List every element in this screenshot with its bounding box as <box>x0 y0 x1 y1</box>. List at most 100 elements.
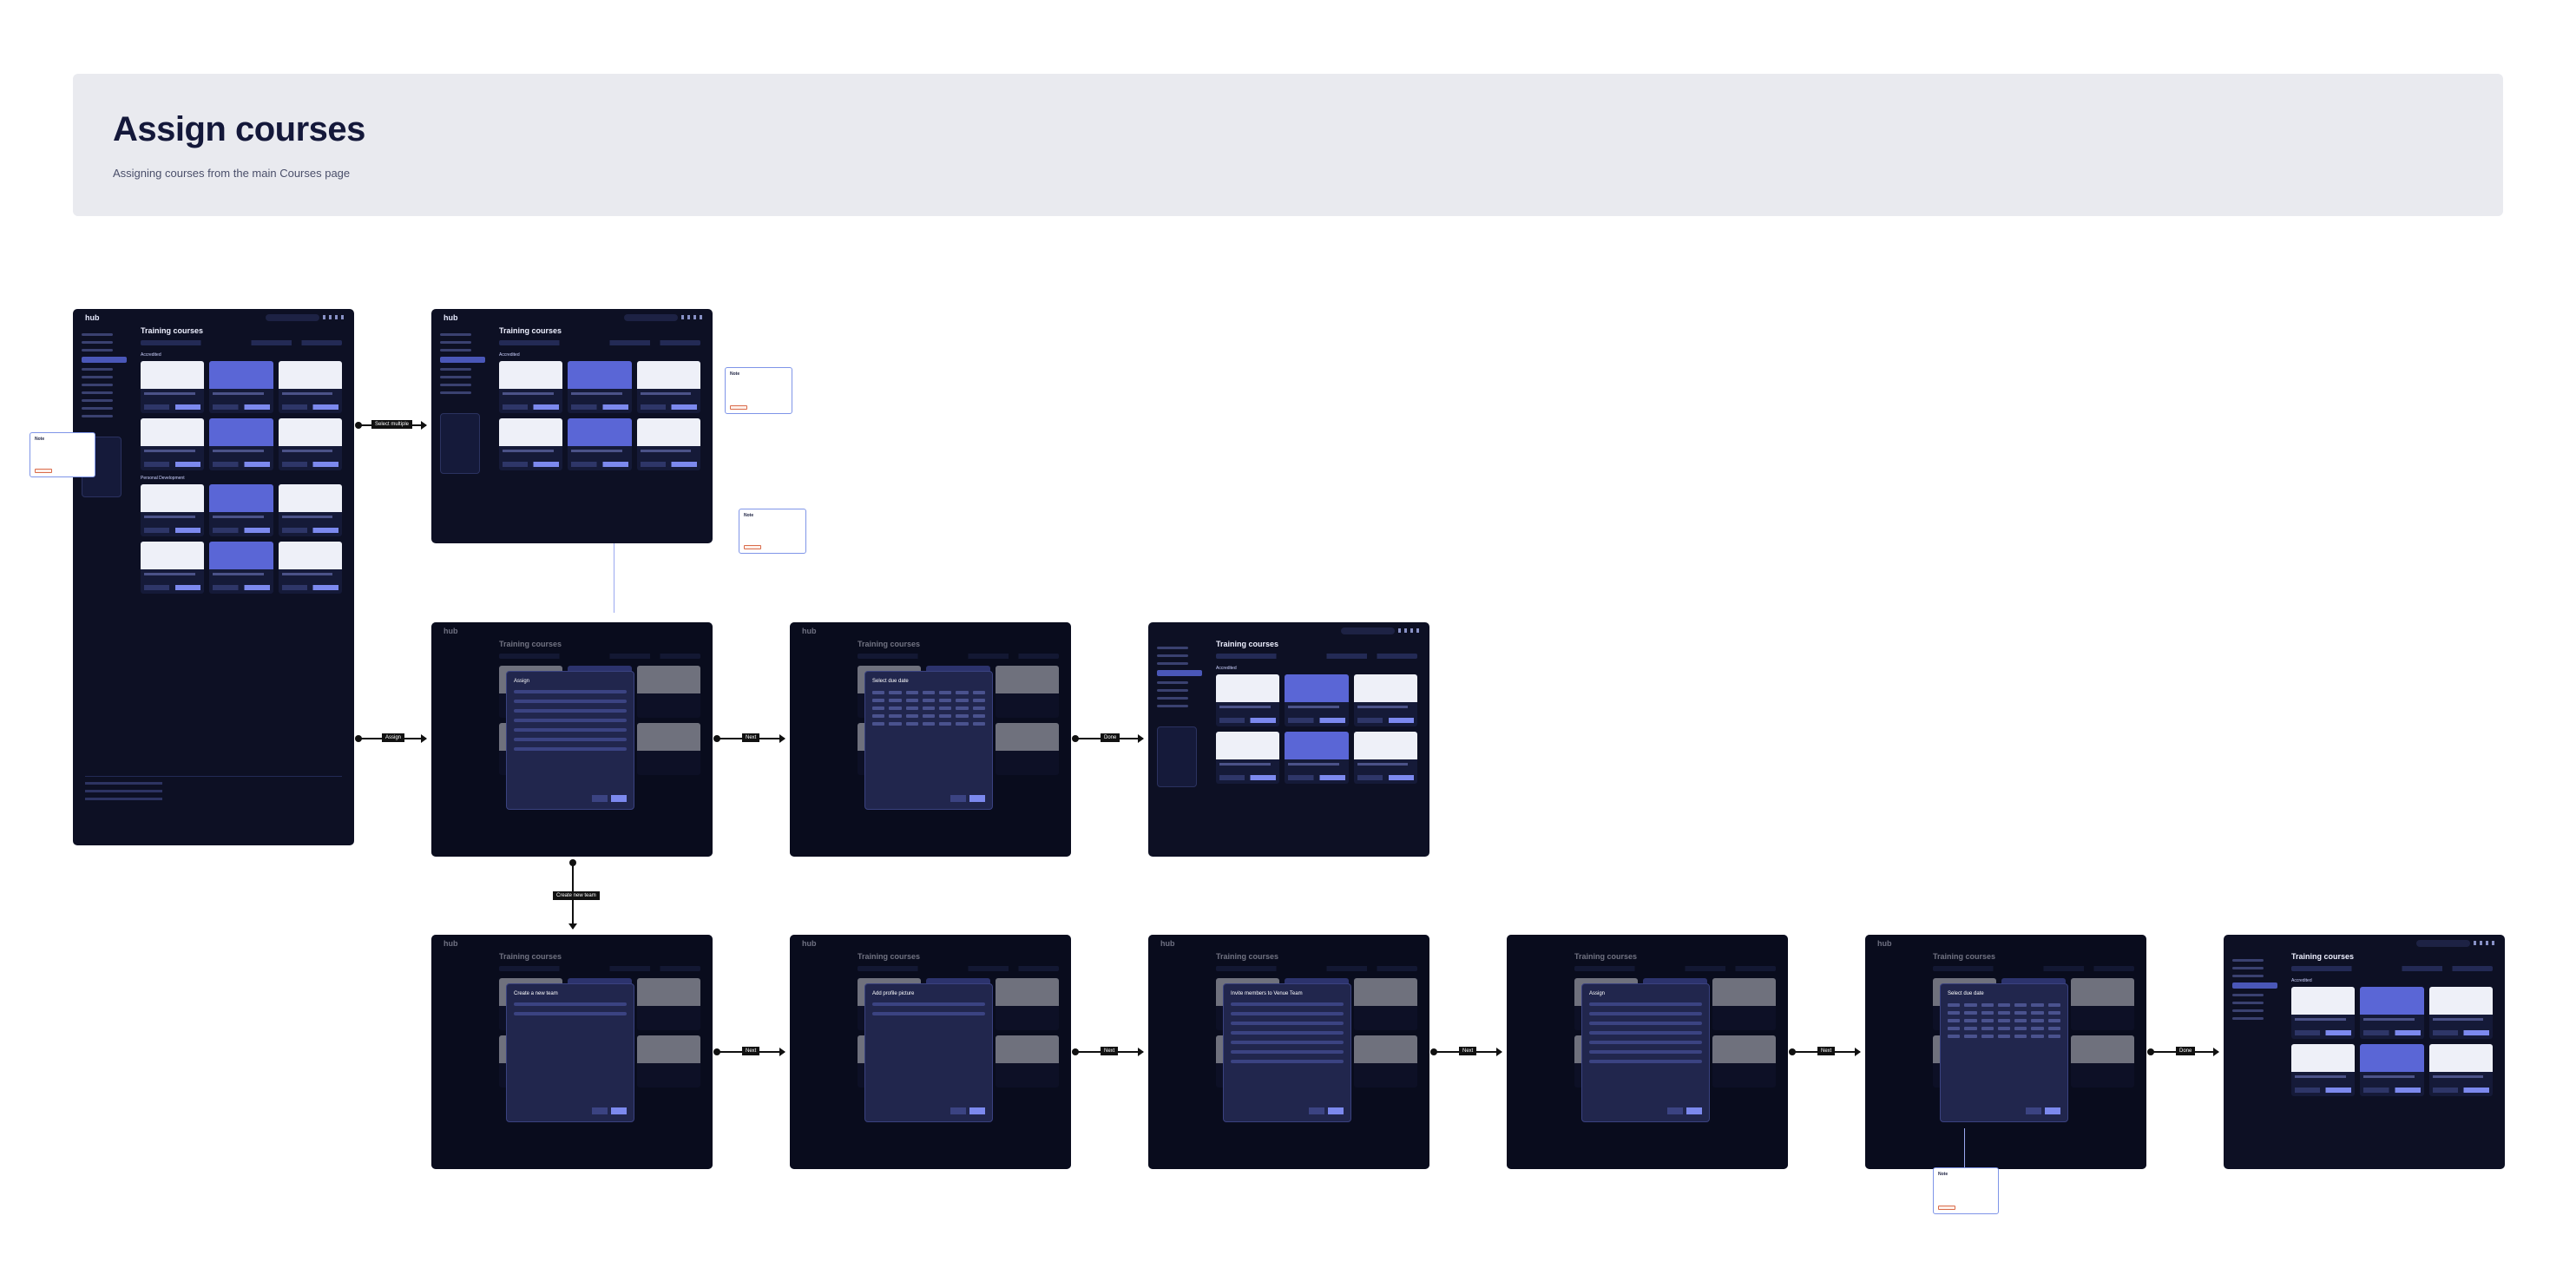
page-title: Training courses <box>2291 952 2355 961</box>
flow-title: Assign courses <box>113 110 365 148</box>
filter-bar[interactable] <box>141 340 342 345</box>
course-card[interactable] <box>636 361 700 413</box>
modal-title: Create a new team <box>514 991 558 996</box>
page-title: Training courses <box>1216 952 1279 961</box>
filter-bar[interactable] <box>499 340 700 345</box>
header-icons <box>2474 941 2494 945</box>
course-card[interactable] <box>2291 1044 2356 1096</box>
search-input[interactable] <box>2416 940 2470 947</box>
course-card[interactable] <box>209 418 273 470</box>
course-card[interactable] <box>1285 674 1349 726</box>
header-icons <box>681 315 702 319</box>
page-title: Training courses <box>141 326 204 335</box>
course-card[interactable] <box>141 542 205 594</box>
header-icons <box>323 315 344 319</box>
course-card[interactable] <box>141 418 205 470</box>
annotation-note: Note <box>1933 1167 1999 1214</box>
assign-modal[interactable]: Assign <box>1581 983 1710 1122</box>
screen-create-team: hub Training courses Create a new team <box>431 935 713 1169</box>
assign-modal[interactable]: Assign <box>506 671 634 810</box>
course-card[interactable] <box>209 542 273 594</box>
course-card[interactable] <box>1285 732 1349 784</box>
page-title: Training courses <box>858 952 921 961</box>
note-title: Note <box>1938 1172 1948 1177</box>
hub-logo: hub <box>1877 939 1892 948</box>
course-card[interactable] <box>1216 732 1280 784</box>
flow-label-next: Next <box>1101 1047 1119 1055</box>
annotation-guide <box>1964 1128 1965 1167</box>
hub-logo: hub <box>444 313 458 322</box>
note-title: Note <box>744 513 754 518</box>
screen-due-date: hub Training courses Select due date <box>790 622 1071 857</box>
modal-title: Assign <box>514 679 530 684</box>
modal-actions[interactable] <box>950 1107 985 1114</box>
course-card[interactable] <box>278 418 342 470</box>
flow-subtitle: Assigning courses from the main Courses … <box>113 167 351 180</box>
sidebar <box>440 328 485 474</box>
section-accredited: Accredited <box>2291 978 2312 983</box>
course-card[interactable] <box>2360 987 2424 1039</box>
hub-logo: hub <box>802 627 817 635</box>
course-card[interactable] <box>499 361 563 413</box>
screen-invite-members: hub Training courses Invite members to V… <box>1148 935 1429 1169</box>
invite-members-modal[interactable]: Invite members to Venue Team <box>1223 983 1351 1122</box>
flow-label-next: Next <box>742 1047 760 1055</box>
modal-actions[interactable] <box>1309 1107 1344 1114</box>
course-card[interactable] <box>209 484 273 536</box>
hub-logo: hub <box>1160 939 1175 948</box>
course-card[interactable] <box>2291 987 2356 1039</box>
screen-select-multiple: hub Training courses Accredited <box>431 309 713 543</box>
course-card[interactable] <box>2428 1044 2493 1096</box>
course-card[interactable] <box>278 361 342 413</box>
profile-picture-modal[interactable]: Add profile picture <box>864 983 993 1122</box>
flow-label-select-multiple: Select multiple <box>371 420 413 429</box>
modal-actions[interactable] <box>592 1107 627 1114</box>
modal-actions[interactable] <box>1667 1107 1702 1114</box>
modal-actions[interactable] <box>592 795 627 802</box>
flow-label-done: Done <box>2176 1047 2196 1055</box>
course-card[interactable] <box>278 484 342 536</box>
screen-assign-team: Training courses Assign <box>1507 935 1788 1169</box>
search-input[interactable] <box>1341 628 1395 634</box>
course-card[interactable] <box>141 484 205 536</box>
course-card[interactable] <box>209 361 273 413</box>
modal-actions[interactable] <box>950 795 985 802</box>
section-accredited: Accredited <box>499 352 520 358</box>
screen-assign-modal: hub Training courses Assign <box>431 622 713 857</box>
modal-actions[interactable] <box>2026 1107 2060 1114</box>
due-date-modal[interactable]: Select due date <box>1940 983 2068 1122</box>
search-input[interactable] <box>266 314 319 321</box>
course-card[interactable] <box>499 418 563 470</box>
course-card[interactable] <box>2428 987 2493 1039</box>
page-title: Training courses <box>1216 640 1279 648</box>
flow-label-done: Done <box>1101 733 1120 742</box>
flow-label-assign: Assign <box>382 733 405 742</box>
course-card[interactable] <box>636 418 700 470</box>
flow-label-next: Next <box>742 733 760 742</box>
page-title: Training courses <box>1933 952 1996 961</box>
flow-label-next: Next <box>1817 1047 1836 1055</box>
course-card[interactable] <box>141 361 205 413</box>
modal-title: Invite members to Venue Team <box>1231 991 1303 996</box>
section-personal-development: Personal Development <box>141 476 185 481</box>
create-team-modal[interactable]: Create a new team <box>506 983 634 1122</box>
section-accredited: Accredited <box>1216 666 1237 671</box>
page-title: Training courses <box>499 640 562 648</box>
hub-logo: hub <box>444 939 458 948</box>
search-input[interactable] <box>624 314 678 321</box>
screen-due-date-team: hub Training courses Select due date <box>1865 935 2146 1169</box>
note-title: Note <box>730 371 740 377</box>
course-card[interactable] <box>1216 674 1280 726</box>
due-date-modal[interactable]: Select due date <box>864 671 993 810</box>
course-card[interactable] <box>2360 1044 2424 1096</box>
modal-title: Add profile picture <box>872 991 915 996</box>
course-card[interactable] <box>278 542 342 594</box>
course-card[interactable] <box>1353 732 1417 784</box>
course-card[interactable] <box>568 361 632 413</box>
flow-label-create-team: Create new team <box>553 891 600 900</box>
course-card[interactable] <box>568 418 632 470</box>
course-card[interactable] <box>1353 674 1417 726</box>
page-title: Training courses <box>1574 952 1638 961</box>
page-title: Training courses <box>499 952 562 961</box>
